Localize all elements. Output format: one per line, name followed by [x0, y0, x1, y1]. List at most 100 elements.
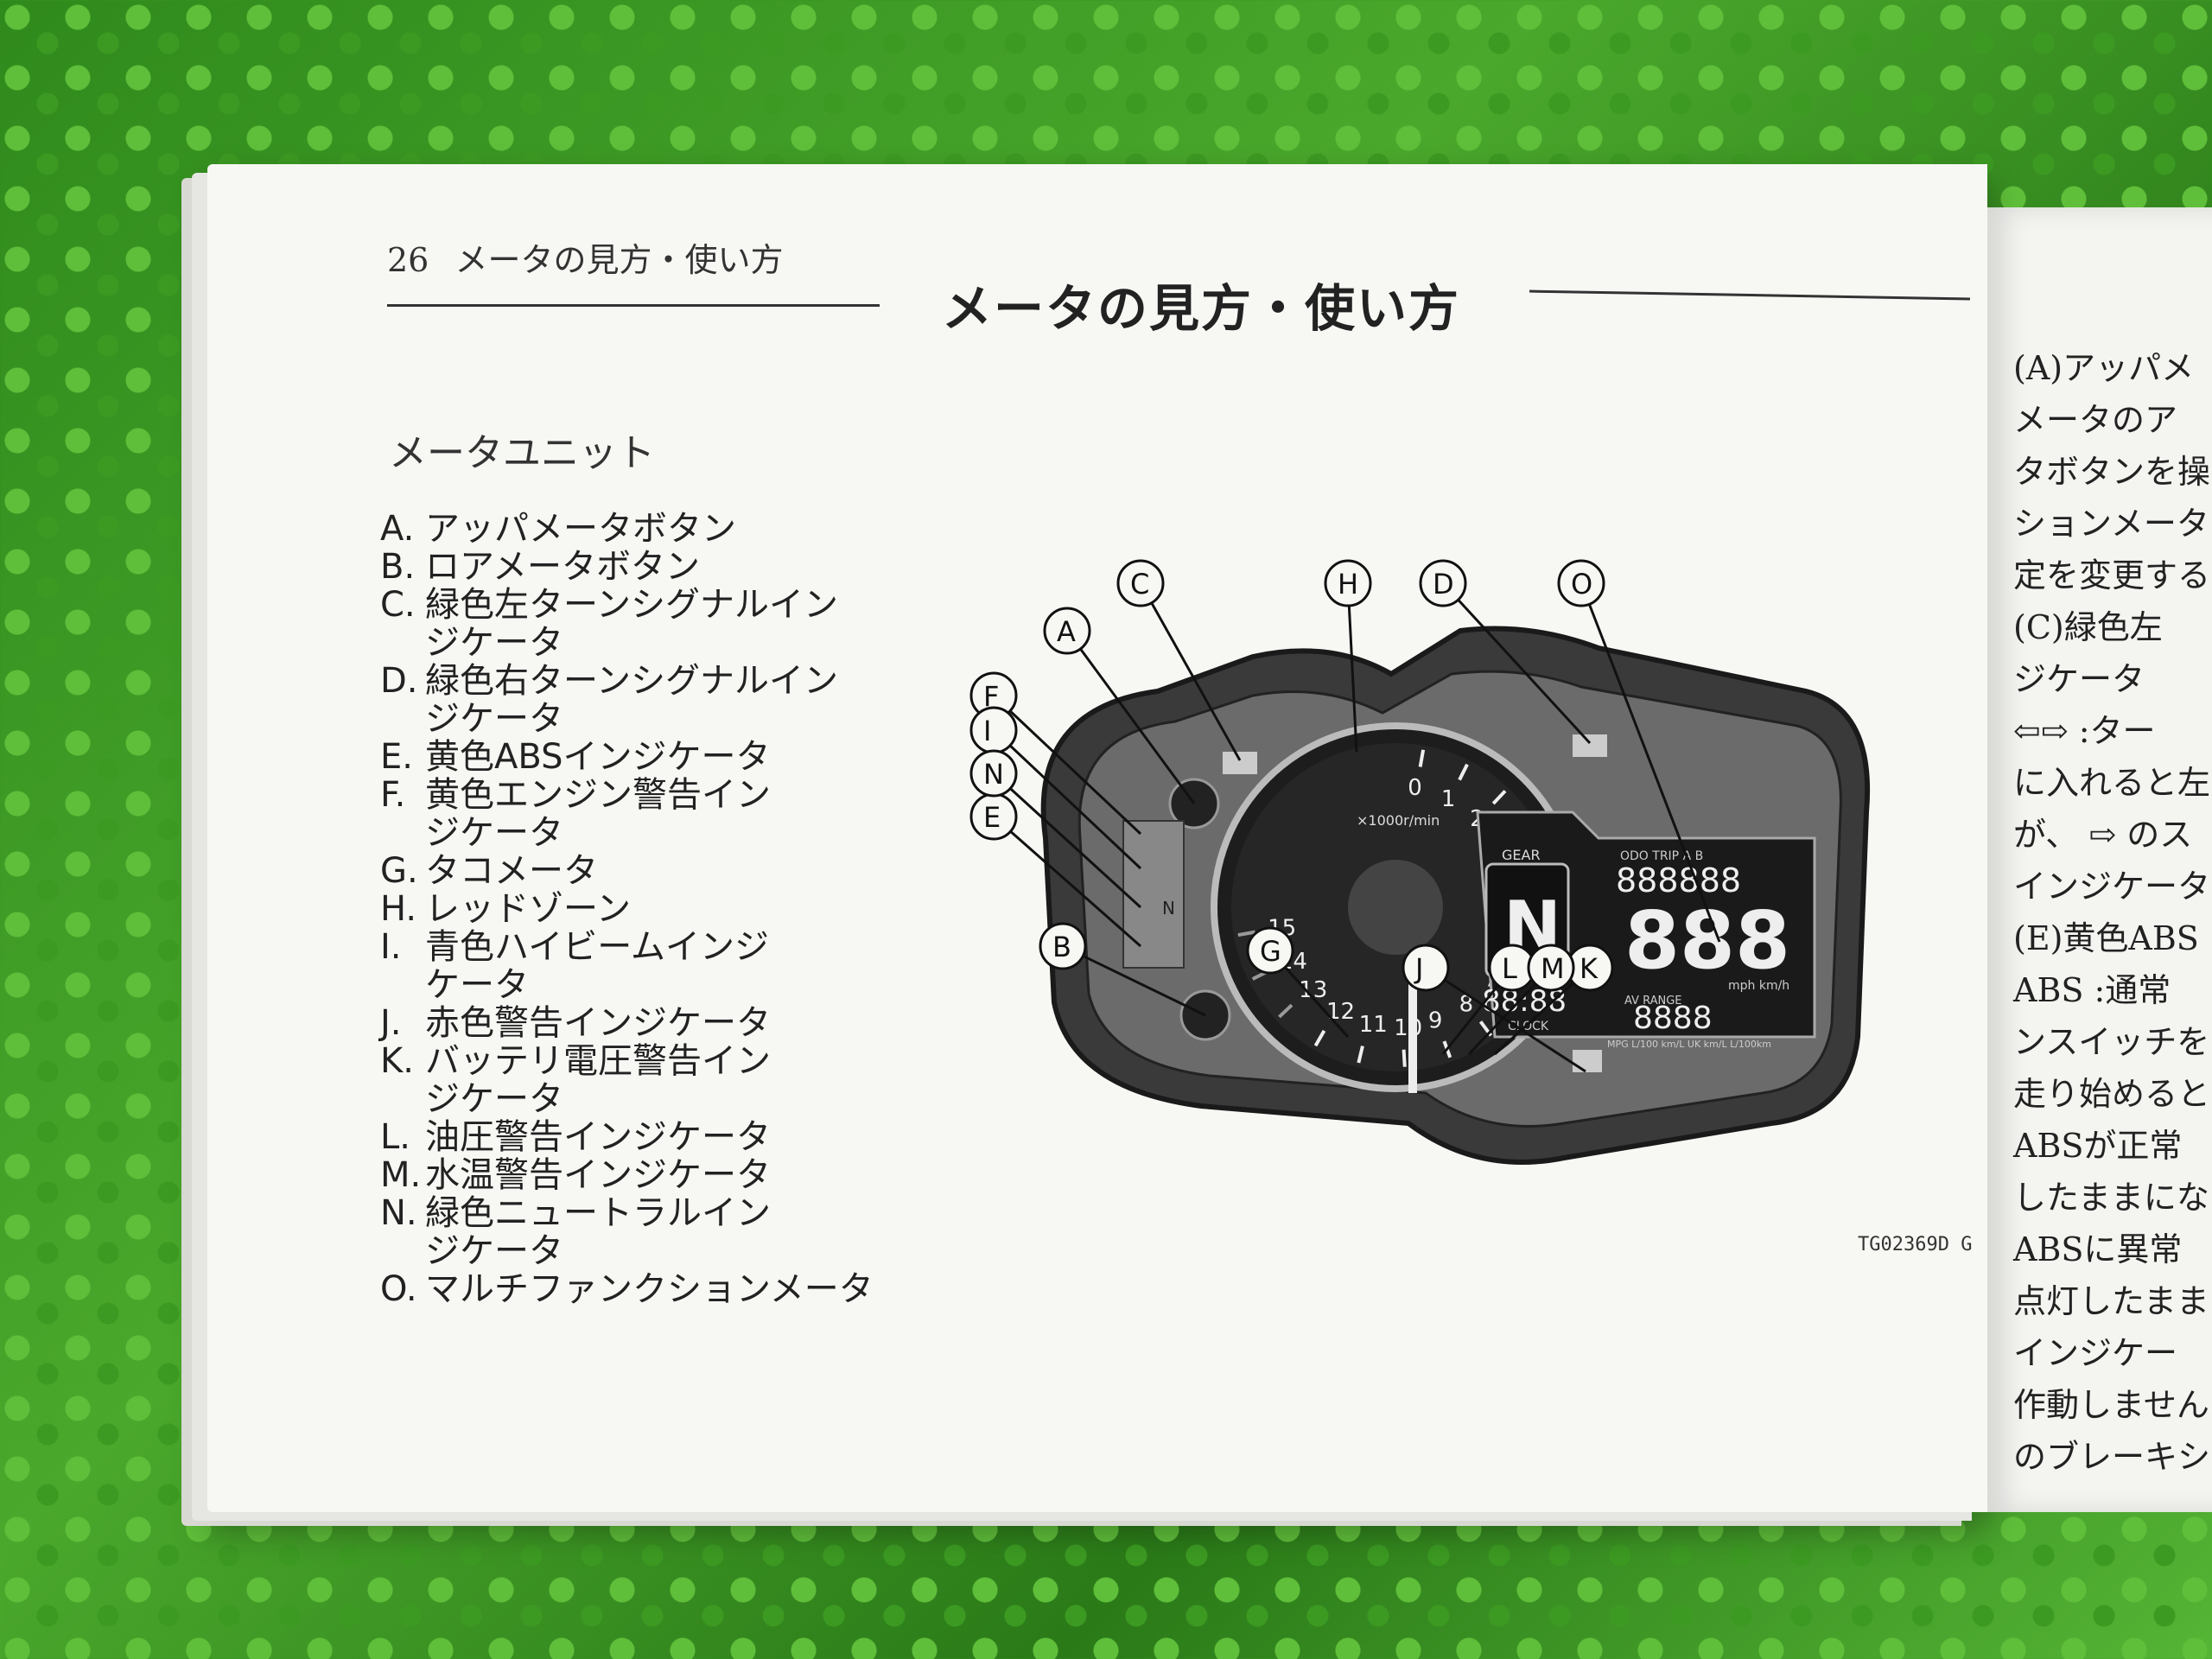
callout-circle [1246, 926, 1294, 975]
right-page-line: に入れると左 [2013, 764, 2211, 802]
running-title: メータの見方・使い方 [454, 241, 784, 279]
legend-text: 緑色左ターンシグナルイン [425, 585, 838, 625]
right-page-line: ⇦⇨ :ター [2013, 712, 2156, 750]
tach-tick [1313, 1029, 1326, 1047]
legend-item: C.緑色左ターンシグナルイン [380, 586, 933, 624]
tach-tick [1278, 1003, 1294, 1019]
manual-page-right [1987, 207, 2212, 1512]
legend-text: 油圧警告インジケータ [425, 1117, 771, 1157]
title-rule-left [387, 304, 880, 307]
right-page-line: 作動しません [2013, 1386, 2209, 1424]
callout-leader [992, 728, 1142, 870]
tach-tick [1237, 930, 1255, 938]
tachometer-hub [1348, 860, 1443, 955]
legend-text: 黄色ABSインジケータ [425, 737, 771, 777]
right-page-line: が、 ⇨ のス [2013, 816, 2193, 854]
legend-key: L. [380, 1117, 410, 1157]
callout-letter: H [1338, 568, 1358, 601]
legend-item: N.緑色ニュートラルイン [380, 1194, 933, 1232]
callout-letter: A [1057, 615, 1076, 648]
callout-letter: B [1052, 931, 1071, 963]
callout-letter: I [983, 715, 991, 747]
tach-number: 0 [1408, 775, 1422, 801]
right-page-line: 点灯したまま [2013, 1282, 2209, 1320]
right-page-line: ションメータ [2013, 505, 2209, 543]
legend-text: ジケータ [425, 813, 563, 853]
legend-item: H.レッドゾーン [380, 890, 933, 928]
figure-code: TG02369D G [1858, 1234, 1973, 1255]
range-value: 8888 [1633, 1001, 1713, 1036]
right-page-line: (C)緑色左 [2013, 608, 2163, 646]
page-number: 26 [387, 241, 429, 279]
legend-text: タコメータ [425, 851, 598, 891]
legend-text: アッパメータボタン [425, 509, 736, 549]
legend-key: K. [380, 1041, 414, 1081]
callout-leader [1346, 582, 1358, 753]
tach-tick [1491, 790, 1507, 805]
callout-letter: L [1502, 952, 1517, 985]
legend-key: N. [380, 1193, 417, 1233]
legend-item: I.青色ハイビームインジ [380, 928, 933, 966]
right-page-line: ABS :通常 [2013, 971, 2171, 1009]
callout-letter: G [1260, 935, 1281, 968]
callout-letter: J [1414, 952, 1423, 985]
legend-item: F.黄色エンジン警告イン [380, 776, 933, 814]
callout-letter: E [983, 801, 1001, 834]
callout-leader [1139, 582, 1242, 761]
legend-text: ジケータ [425, 699, 563, 739]
callout-letter: D [1433, 568, 1454, 601]
legend-key: A. [380, 509, 415, 549]
callout-leader [1425, 966, 1586, 1073]
callout-leader [992, 694, 1142, 836]
callout-circle [1039, 922, 1087, 970]
legend-text: ジケータ [425, 1231, 563, 1271]
odo-label: ODO TRIP A B [1620, 849, 1703, 863]
legend-item: J.赤色警告インジケータ [380, 1004, 933, 1042]
tach-number: 12 [1326, 999, 1355, 1025]
tachometer-needle [1408, 963, 1417, 1093]
clock-label: CLOCK [1508, 1020, 1549, 1033]
legend-text: 青色ハイビームインジ [425, 927, 769, 967]
meter-diagram: 0123456789101112131415 ×1000r/min N GEAR… [969, 559, 1871, 1165]
legend-item: K. バッテリ電圧警告イン [380, 1042, 933, 1080]
legend-item: D.緑色右ターンシグナルイン [380, 662, 933, 700]
legend-item: ジケータ [380, 1232, 933, 1270]
tach-number: 9 [1428, 1008, 1443, 1034]
tach-tick [1458, 763, 1469, 781]
callout-circle [1324, 559, 1372, 607]
legend-key: G. [380, 851, 418, 891]
section-heading: メータユニット [389, 431, 655, 475]
callout-letter: M [1541, 952, 1565, 985]
legend-text: 赤色警告インジケータ [425, 1003, 771, 1043]
odo-value: 888888 [1616, 861, 1741, 899]
legend-text: 緑色ニュートラルイン [425, 1193, 771, 1233]
right-page-line: したままにな [2013, 1179, 2209, 1217]
right-page-line: のブレーキシ [2013, 1438, 2211, 1476]
tach-tick [1418, 749, 1426, 767]
callout-leader [1065, 630, 1196, 804]
callout-leader [992, 772, 1142, 909]
legend-text: バッテリ電圧警告イン [425, 1041, 771, 1081]
right-page-line: インジケー [2013, 1334, 2178, 1372]
callout-letter: N [983, 758, 1004, 791]
tach-number: 11 [1359, 1012, 1388, 1038]
red-warning-indicator [1573, 1050, 1602, 1072]
legend-item: B.ロアメータボタン [380, 548, 933, 586]
legend-key: M. [380, 1155, 422, 1195]
callout-leader [1062, 944, 1206, 1017]
right-page-line: 定を変更する [2013, 556, 2211, 594]
legend-key: H. [380, 889, 417, 929]
callout-circle [1043, 607, 1091, 655]
legend-text: ケータ [425, 965, 529, 1005]
legend-key: D. [380, 661, 418, 701]
right-page-line: (A)アッパメ [2013, 349, 2195, 387]
callout-leader [993, 815, 1141, 948]
tach-tick [1357, 1046, 1364, 1064]
legend-key: B. [380, 547, 416, 587]
neutral-symbol: N [1162, 898, 1175, 918]
tach-unit-label: ×1000r/min [1357, 812, 1440, 829]
legend-key: O. [380, 1269, 417, 1309]
callout-letter: C [1130, 568, 1149, 601]
legend-text: 水温警告インジケータ [425, 1155, 771, 1195]
